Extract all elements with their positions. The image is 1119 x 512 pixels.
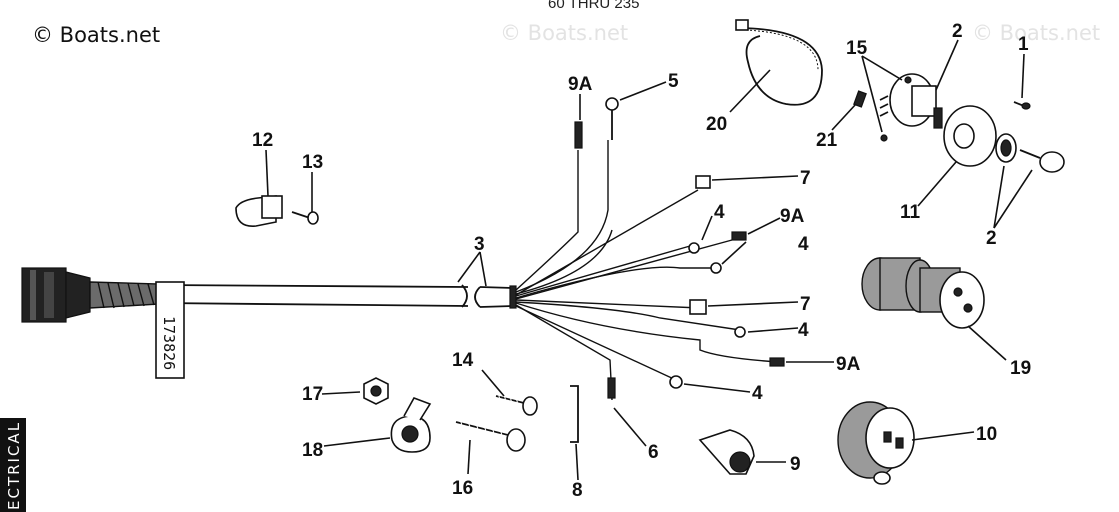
callout-2-key: 2 bbox=[986, 228, 997, 249]
callout-11: 11 bbox=[900, 202, 921, 223]
part-17-nut bbox=[363, 377, 389, 405]
callout-9A-top: 9A bbox=[568, 74, 593, 95]
callout-6: 6 bbox=[648, 442, 659, 463]
callout-9A-mid: 9A bbox=[780, 206, 805, 227]
callout-13: 13 bbox=[302, 152, 323, 173]
part-21-terminal bbox=[853, 90, 867, 108]
part-11-plate bbox=[943, 105, 997, 167]
watermark-faint-center: © Boats.net bbox=[500, 21, 628, 45]
wiring-harness: 173826 bbox=[21, 97, 785, 401]
part-20-strap bbox=[735, 19, 823, 106]
callout-4-bottom: 4 bbox=[752, 383, 763, 404]
callout-9A-lower: 9A bbox=[836, 354, 861, 375]
callout-4-upper: 4 bbox=[714, 202, 725, 223]
callout-12: 12 bbox=[252, 130, 273, 151]
watermark-faint-right: © Boats.net bbox=[972, 21, 1100, 45]
harness-tag bbox=[155, 281, 185, 379]
callout-19: 19 bbox=[1010, 358, 1031, 379]
part-1-screw bbox=[1013, 101, 1031, 110]
part-18-clamp bbox=[390, 397, 432, 453]
part-13-screw bbox=[291, 211, 319, 225]
harness-part-number: 173826 bbox=[160, 316, 178, 370]
callout-21: 21 bbox=[816, 130, 838, 151]
callout-5: 5 bbox=[668, 71, 679, 92]
callout-9: 9 bbox=[790, 454, 801, 475]
callout-15: 15 bbox=[846, 38, 868, 59]
callout-17: 17 bbox=[302, 384, 323, 405]
callouts: 1 2 2 3 4 4 4 4 5 6 7 7 8 9 9A 9A 9A 10 … bbox=[252, 21, 1031, 501]
callout-2-switch: 2 bbox=[952, 21, 963, 42]
part-15-screws bbox=[880, 76, 912, 142]
watermark-main: © Boats.net bbox=[32, 23, 160, 47]
callout-20: 20 bbox=[706, 114, 727, 135]
callout-10: 10 bbox=[976, 424, 997, 445]
leader-lines bbox=[265, 39, 1033, 481]
part-16-screw bbox=[455, 417, 526, 452]
callout-4-mid: 4 bbox=[798, 234, 809, 255]
callout-14: 14 bbox=[452, 350, 474, 371]
part-2-key-and-nut bbox=[995, 133, 1065, 173]
part-8-bracket bbox=[570, 385, 579, 443]
callout-1: 1 bbox=[1018, 34, 1029, 55]
callout-7-upper: 7 bbox=[800, 168, 811, 189]
callout-7-lower: 7 bbox=[800, 294, 811, 315]
callout-18: 18 bbox=[302, 440, 323, 461]
part-2-ignition-switch bbox=[879, 73, 943, 129]
callout-8: 8 bbox=[572, 480, 583, 501]
header-partial: 60 THRU 235 bbox=[548, 0, 639, 12]
side-tab: ECTRICAL bbox=[0, 418, 26, 512]
part-9-boot bbox=[698, 429, 755, 475]
callout-4-lower: 4 bbox=[798, 320, 809, 341]
part-10-solenoid bbox=[837, 401, 915, 485]
callout-16: 16 bbox=[452, 478, 473, 499]
side-tab-label: ECTRICAL bbox=[5, 421, 23, 510]
part-12-clip bbox=[235, 195, 283, 227]
callout-3: 3 bbox=[474, 234, 485, 255]
part-19-socket bbox=[861, 257, 985, 329]
part-14-screw bbox=[495, 391, 538, 416]
